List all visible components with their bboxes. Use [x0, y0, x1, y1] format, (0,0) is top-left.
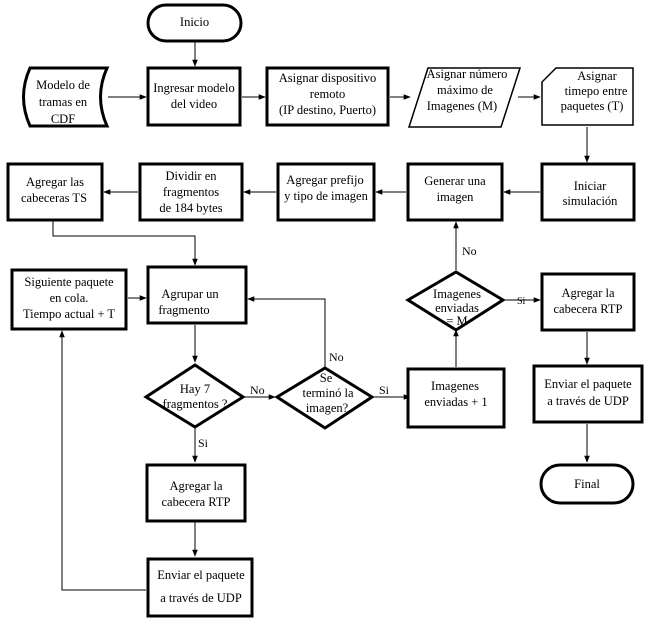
node-hay-7-fragmentos-line-1: Hay 7 — [180, 382, 210, 396]
label-si-imagenes: Si — [379, 383, 390, 397]
node-ingresar-modelo: Ingresar modelo del video — [146, 66, 242, 127]
node-asignar-numero: Asignar número máximo de Imagenes (M) — [407, 67, 522, 128]
node-agregar-cabecera-rtp-bottom-line-2: cabecera RTP — [161, 495, 230, 509]
node-enviar-paquete-bottom: Enviar el paquete a través de UDP — [146, 557, 254, 618]
node-imagenes-enviadas-eq-m-line-2: enviadas — [435, 301, 479, 315]
node-hay-7-fragmentos: Hay 7 fragmentos ? — [143, 363, 246, 429]
node-imagenes-enviadas-mas-1-line-1: Imagenes — [431, 379, 479, 393]
node-enviar-paquete-right: Enviar el paquete a través de UDP — [532, 364, 644, 424]
node-imagenes-enviadas-eq-m: Imagenes enviadas = M — [405, 270, 506, 332]
label-si-rtp-bottom: Si — [198, 436, 209, 450]
node-dividir-fragmentos-line-2: fragmentos — [163, 185, 219, 199]
edge-enviar-siguiente — [59, 330, 146, 591]
node-final-line: Final — [574, 477, 600, 491]
node-agregar-cabecera-rtp-right: Agregar la cabecera RTP — [540, 272, 636, 332]
label-no-agrupar: No — [250, 383, 265, 397]
node-se-termino-imagen-line-1: Se — [320, 371, 333, 385]
node-ingresar-modelo-line-2: del video — [171, 97, 217, 111]
edge-labels: No Si No No Si Si — [198, 244, 526, 450]
node-imagenes-enviadas-eq-m-line-3: = M — [446, 314, 467, 328]
node-asignar-dispositivo-line-3: (IP destino, Puerto) — [279, 103, 376, 117]
node-iniciar-simulacion-line-1: Iniciar — [574, 179, 607, 193]
node-imagenes-enviadas-eq-m-line-1: Imagenes — [433, 287, 481, 301]
node-imagenes-enviadas-mas-1: Imagenes enviadas + 1 — [406, 367, 506, 429]
node-iniciar-simulacion-line-2: simulación — [563, 194, 619, 208]
node-imagenes-enviadas-mas-1-line-2: enviadas + 1 — [424, 395, 487, 409]
node-agrupar-fragmento: Agrupar un fragmento — [146, 265, 248, 325]
node-asignar-tiempo-line-3: paquetes (T) — [561, 99, 624, 113]
node-enviar-paquete-bottom-line-1: Enviar el paquete — [157, 568, 245, 582]
node-modelo-tramas-line-3: CDF — [51, 112, 75, 126]
node-modelo-tramas-line-2: tramas en — [39, 95, 88, 109]
node-agregar-cabecera-rtp-right-line-2: cabecera RTP — [553, 302, 622, 316]
node-agregar-cabecera-rtp-bottom: Agregar la cabecera RTP — [145, 463, 247, 523]
node-agregar-cabeceras-ts-line-1: Agregar las — [26, 175, 84, 189]
node-generar-imagen-line-2: imagen — [437, 190, 475, 204]
node-asignar-numero-line-2: máximo de — [437, 83, 493, 97]
node-agregar-prefijo-line-1: Agregar prefijo — [286, 173, 363, 187]
node-se-termino-imagen-line-3: imagen? — [306, 401, 349, 415]
node-asignar-numero-line-1: Asignar número — [427, 67, 508, 81]
node-final: Final — [539, 463, 635, 505]
node-iniciar-simulacion: Iniciar simulación — [540, 162, 636, 222]
node-asignar-dispositivo: Asignar dispositivo remoto (IP destino, … — [265, 66, 390, 127]
node-generar-imagen-line-1: Generar una — [424, 174, 486, 188]
node-inicio-line: Inicio — [180, 15, 209, 29]
node-asignar-tiempo-line-1: Asignar — [577, 69, 617, 83]
node-asignar-tiempo: Asignar timepo entre paquetes (T) — [541, 67, 634, 126]
node-siguiente-paquete: Siguiente paquete en cola. Tiempo actual… — [10, 268, 128, 331]
node-se-termino-imagen-line-2: terminó la — [302, 386, 353, 400]
node-dividir-fragmentos-line-1: Dividir en — [165, 169, 217, 183]
node-generar-imagen: Generar una imagen — [406, 162, 504, 222]
node-siguiente-paquete-line-3: Tiempo actual + T — [23, 307, 115, 321]
node-dividir-fragmentos: Dividir en fragmentos de 184 bytes — [138, 162, 244, 222]
node-asignar-tiempo-line-2: timepo entre — [565, 84, 628, 98]
node-modelo-tramas: Modelo de tramas en CDF — [22, 66, 110, 128]
node-agregar-cabecera-rtp-right-line-1: Agregar la — [561, 286, 615, 300]
node-enviar-paquete-right-line-1: Enviar el paquete — [544, 377, 632, 391]
node-asignar-dispositivo-line-1: Asignar dispositivo — [279, 71, 377, 85]
node-modelo-tramas-line-1: Modelo de — [36, 78, 90, 92]
edges — [52, 42, 590, 591]
node-dividir-fragmentos-line-3: de 184 bytes — [159, 201, 222, 215]
node-se-termino-imagen: Se terminó la imagen? — [274, 366, 375, 430]
edge-termino-agrupar — [247, 296, 326, 367]
label-si-rtp: Si — [517, 296, 526, 307]
node-agregar-prefijo-line-2: y tipo de imagen — [284, 189, 368, 203]
node-siguiente-paquete-line-2: en cola. — [50, 291, 89, 305]
node-siguiente-paquete-line-1: Siguiente paquete — [24, 275, 114, 289]
node-agrupar-fragmento-line-2: fragmento — [158, 303, 209, 317]
node-agregar-cabeceras-ts-line-2: cabeceras TS — [21, 191, 87, 205]
label-no-se-termino: No — [329, 350, 344, 364]
node-agrupar-fragmento-line-1: Agrupar un — [161, 287, 219, 301]
node-agregar-cabeceras-ts: Agregar las cabeceras TS — [6, 162, 104, 222]
node-agregar-cabecera-rtp-bottom-line-1: Agregar la — [169, 479, 223, 493]
node-asignar-dispositivo-line-2: remoto — [310, 87, 345, 101]
edge-cabeceras-agrupar — [52, 221, 198, 266]
label-no-generar: No — [462, 244, 477, 258]
node-ingresar-modelo-line-1: Ingresar modelo — [153, 81, 235, 95]
node-agregar-prefijo: Agregar prefijo y tipo de imagen — [276, 162, 376, 222]
node-enviar-paquete-bottom-line-2: a través de UDP — [160, 591, 242, 605]
node-inicio: Inicio — [146, 3, 243, 43]
node-enviar-paquete-right-line-2: a través de UDP — [547, 394, 629, 408]
node-hay-7-fragmentos-line-2: fragmentos ? — [163, 397, 228, 411]
node-asignar-numero-line-3: Imagenes (M) — [427, 99, 497, 113]
